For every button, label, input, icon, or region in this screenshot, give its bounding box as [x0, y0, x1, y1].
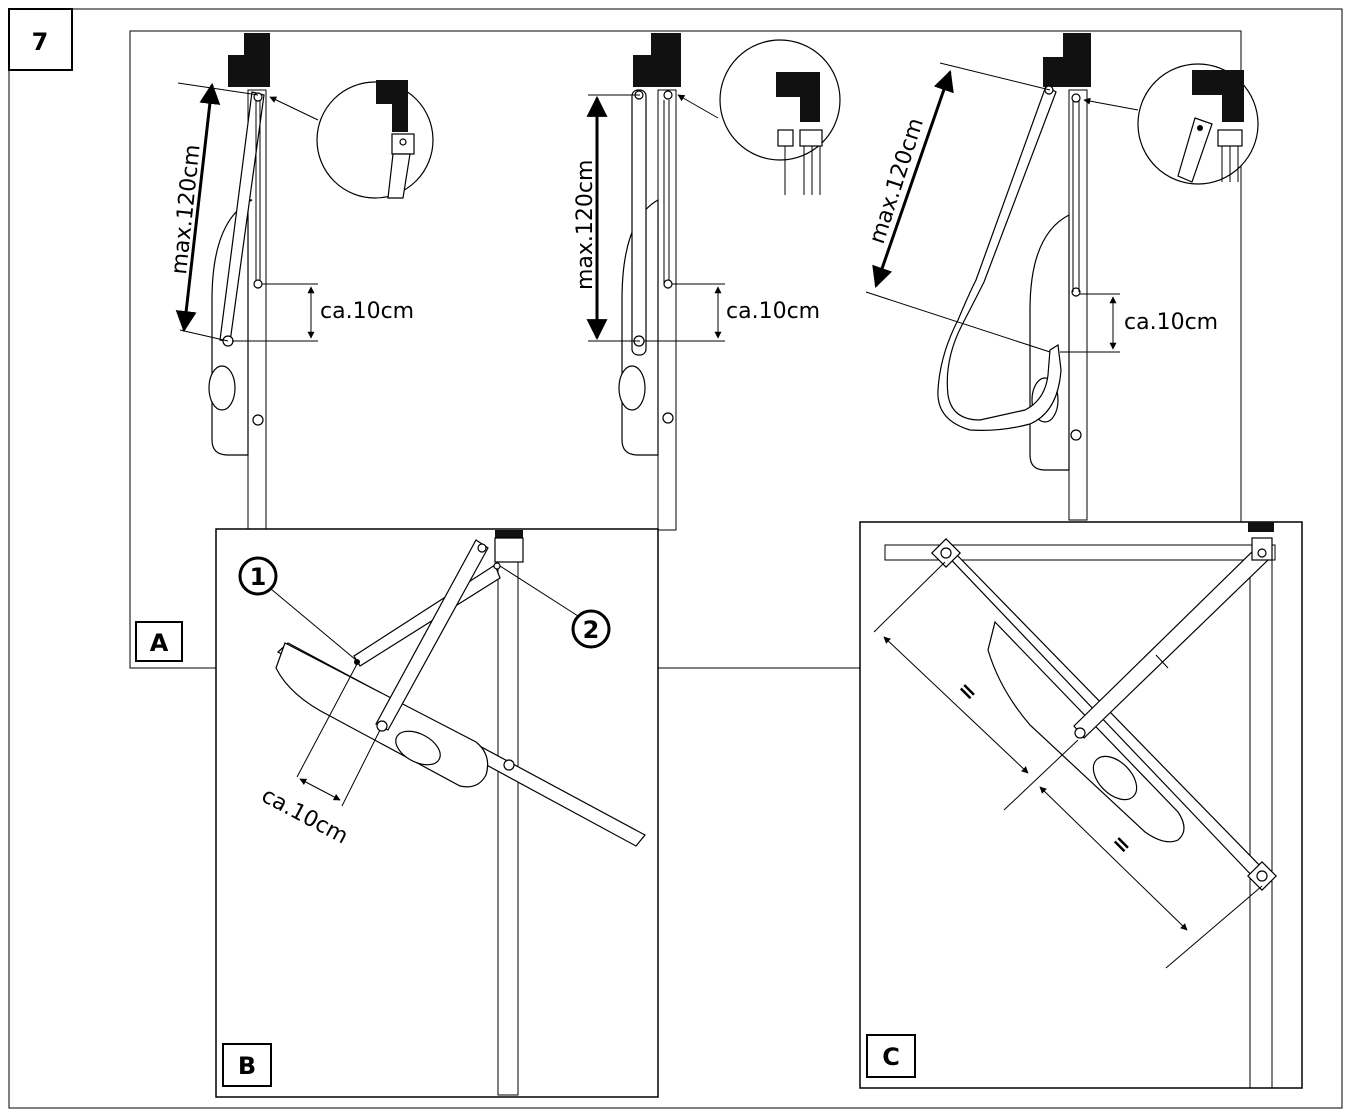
lintel-rail [884, 544, 1276, 561]
door-post [657, 89, 677, 531]
panel-c: = = C [859, 521, 1303, 1089]
panel-a-variant-2: max.120cm ca.10cm [573, 33, 841, 531]
panel-b: 1 2 ca.10cm B [215, 528, 659, 1098]
label-ca-10-v2: ca.10cm [726, 299, 820, 324]
callout-2-label: 2 [583, 616, 600, 644]
panel-b-tag-box [222, 1043, 272, 1087]
panel-a-frame [129, 30, 1242, 669]
label-max-120-v1: max.120cm [167, 143, 205, 275]
lintel-block [1248, 522, 1274, 532]
operator-arm [631, 89, 647, 356]
callout-1 [238, 556, 278, 596]
label-ca-10-v1: ca.10cm [320, 299, 414, 324]
callout-2 [571, 609, 611, 649]
door-post [1068, 89, 1088, 521]
callout-1-label: 1 [250, 563, 267, 591]
label-max-120-v2: max.120cm [573, 160, 598, 290]
panel-a-tag-box [135, 621, 183, 662]
operator-arm [937, 85, 1062, 431]
panel-c-tag-box [866, 1034, 916, 1078]
panel-a-variant-1: max.120cm ca.10cm [167, 33, 434, 531]
detail-circle [316, 81, 434, 199]
panel-c-frame [859, 521, 1303, 1089]
figure-frame [8, 8, 1343, 1109]
panel-a-variant-3: max.120cm ca.10cm [865, 33, 1259, 521]
dimension-equal-2 [1039, 786, 1188, 931]
figure-number-box: 7 [8, 8, 73, 71]
panel-a-tag: A [150, 629, 169, 657]
dimension-equal-1 [883, 636, 1029, 774]
lintel-block [495, 530, 523, 538]
operator-housing [1029, 214, 1070, 471]
figure-number: 7 [32, 28, 49, 56]
dimension-max-120 [175, 82, 221, 333]
dimension-max-120 [872, 70, 954, 288]
panel-c-tag: C [882, 1043, 900, 1071]
panel-b-tag: B [238, 1052, 256, 1080]
label-ca-10-v3: ca.10cm [1124, 310, 1218, 335]
